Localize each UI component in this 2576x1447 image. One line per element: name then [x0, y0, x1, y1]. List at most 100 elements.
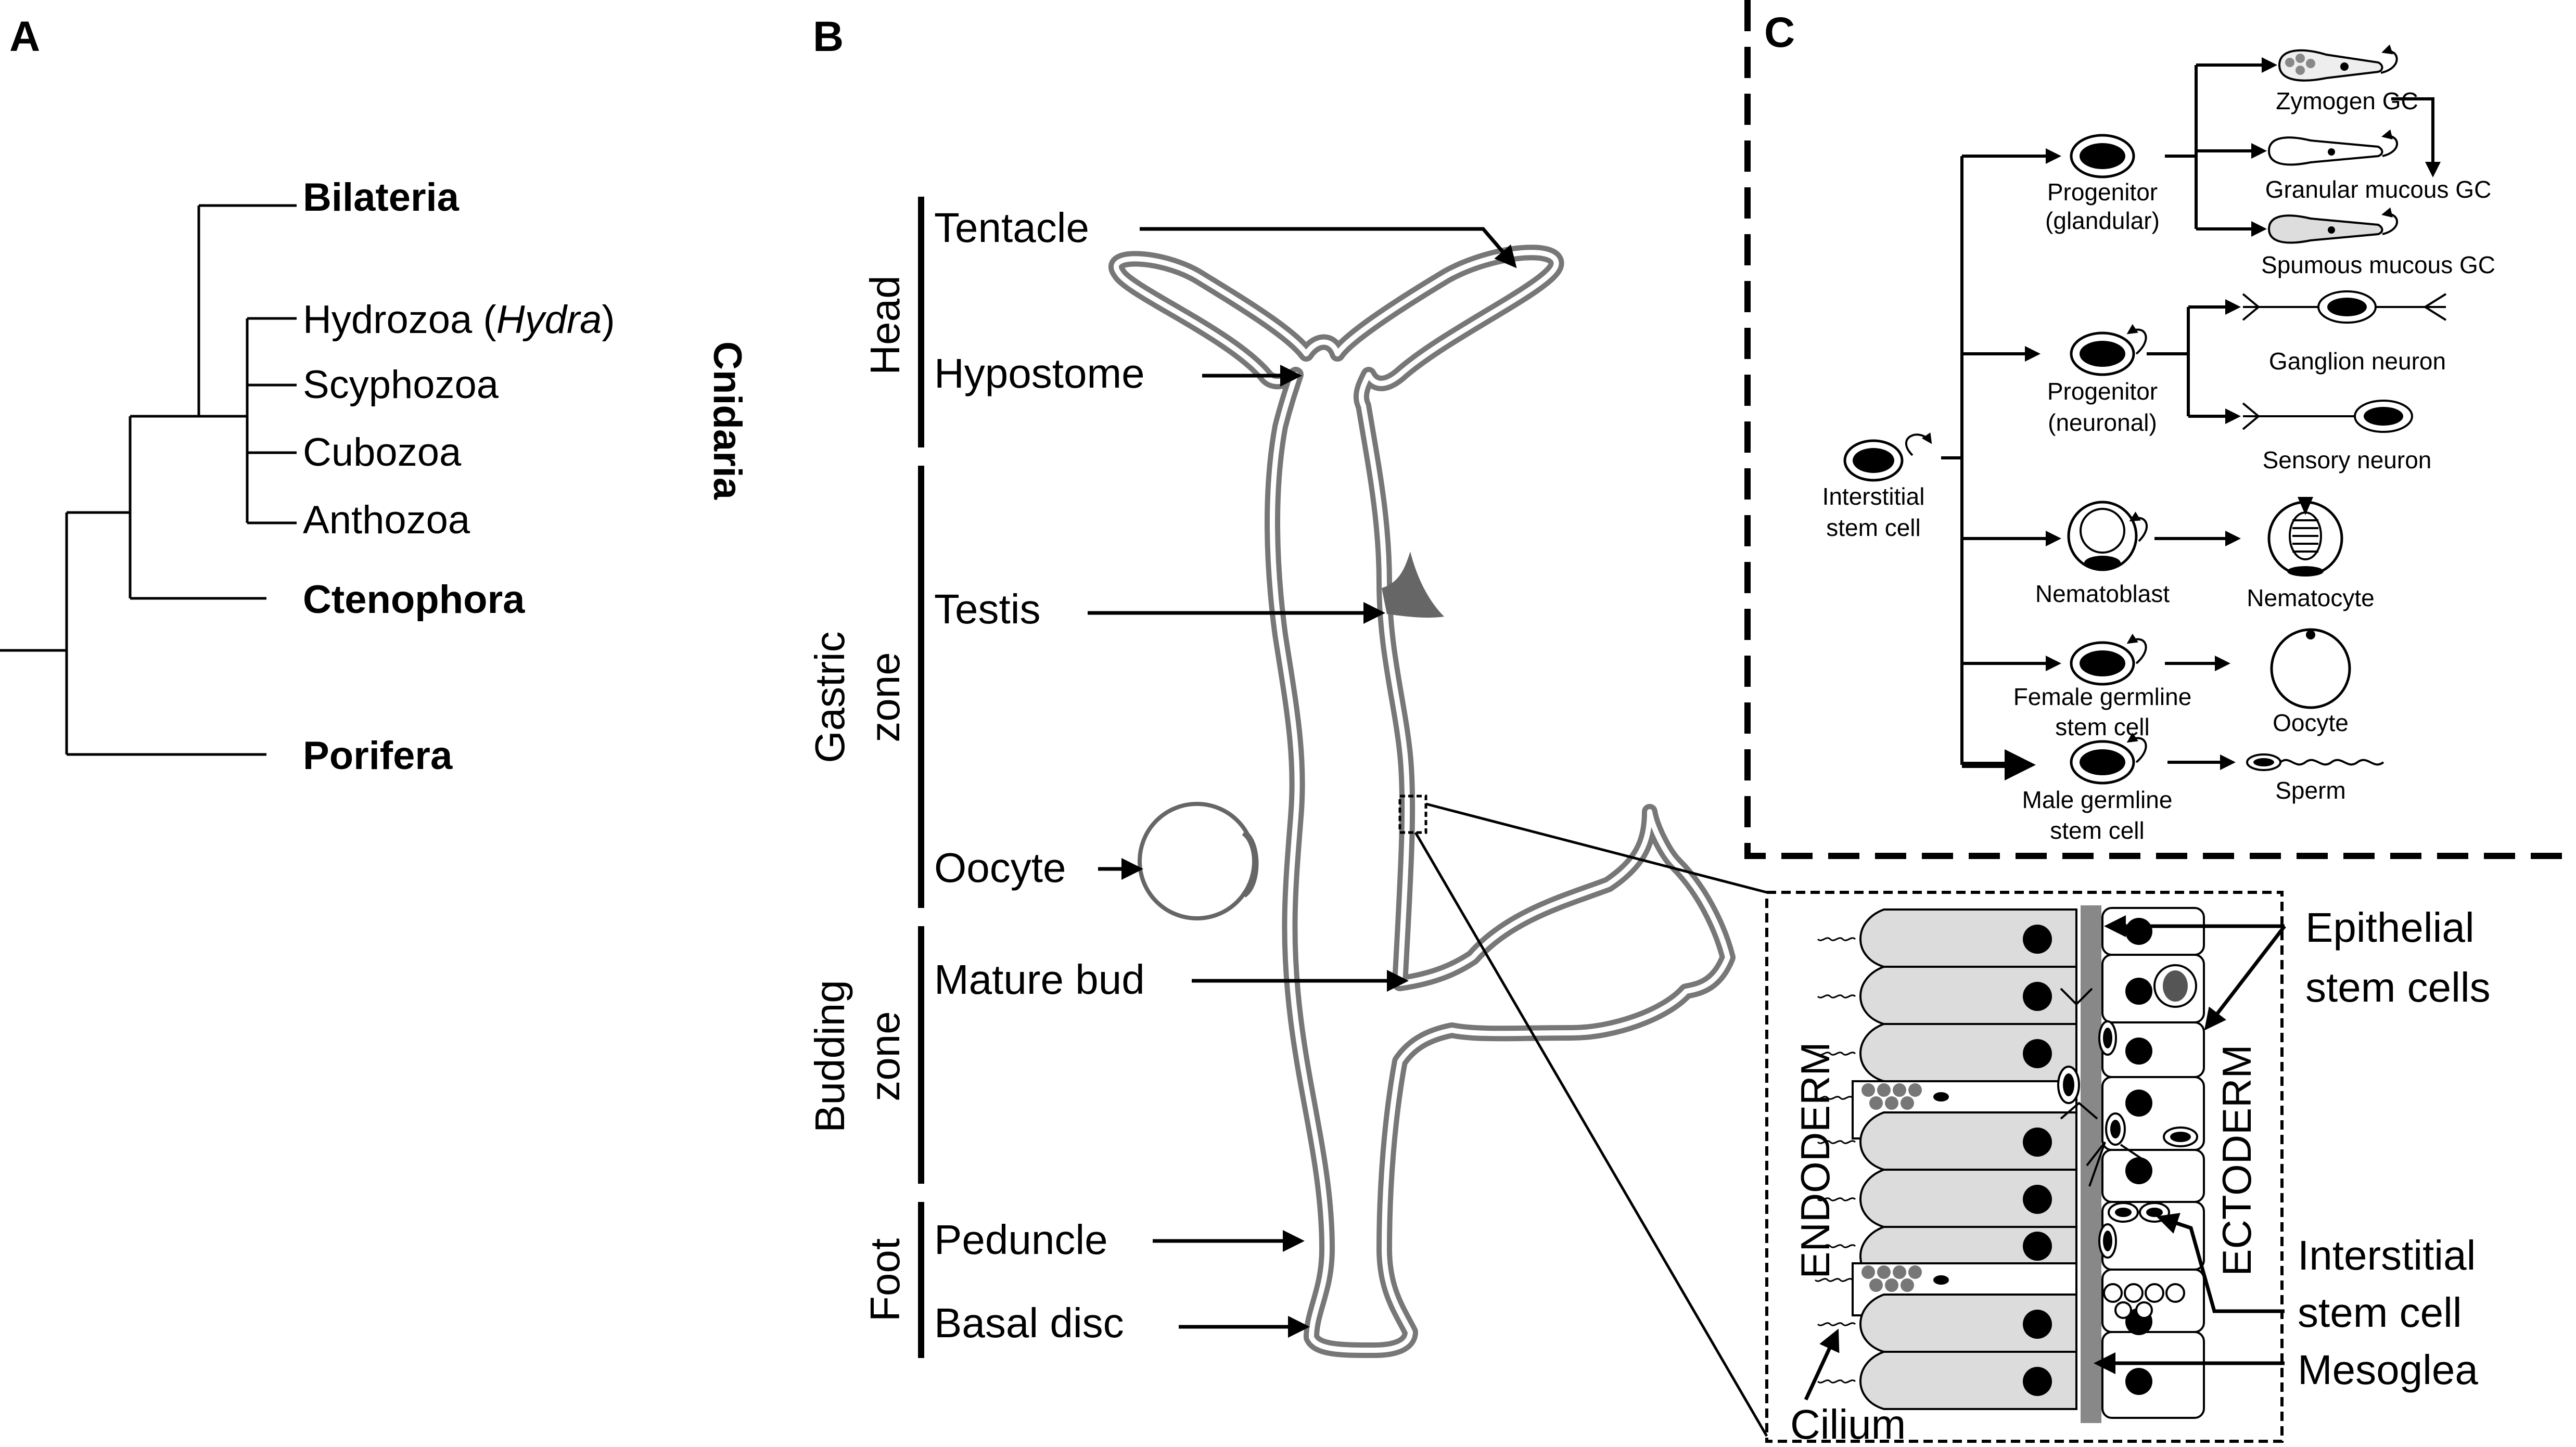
region-budding-1: Budding: [807, 980, 853, 1133]
part-hypostome: Hypostome: [934, 350, 1145, 396]
tissue-detail: ENDODERM ECTODERM Epithelial stem cells …: [1765, 891, 2491, 1447]
cell-ganglion-neuron: [2242, 290, 2447, 324]
neuron-fork: [2147, 307, 2190, 416]
part-tentacle: Tentacle: [934, 204, 1089, 251]
label-ectoderm: ECTODERM: [2214, 1045, 2260, 1276]
label-spumous: Spumous mucous GC: [2261, 251, 2495, 278]
part-mature-bud: Mature bud: [934, 956, 1145, 1003]
arrow-interstitial: [2156, 1213, 2285, 1313]
taxon-cubozoa: Cubozoa: [303, 430, 462, 475]
phylogeny-tree: [0, 204, 297, 756]
taxon-porifera: Porifera: [303, 734, 453, 778]
cell-progenitor-neuronal: [2070, 324, 2147, 376]
part-oocyte: Oocyte: [934, 844, 1066, 891]
label-epithelial-2: stem cells: [2305, 964, 2491, 1010]
oocyte-shape: [1138, 802, 1256, 920]
cell-sperm: [2246, 753, 2384, 771]
label-granular: Granular mucous GC: [2265, 176, 2492, 203]
zoom-line-top: [1425, 802, 1767, 894]
part-testis: Testis: [934, 586, 1041, 632]
label-endoderm: ENDODERM: [1792, 1042, 1838, 1278]
cell-zymogen: [2278, 44, 2398, 82]
taxon-hydrozoa: Hydrozoa (Hydra): [303, 298, 615, 342]
label-cilium: Cilium: [1790, 1401, 1906, 1447]
label-nematocyte: Nematocyte: [2247, 584, 2374, 611]
arrow-zymogen-to-granular: [2391, 97, 2441, 177]
region-gastric-2: zone: [862, 652, 908, 742]
taxon-scyphozoa: Scyphozoa: [303, 363, 499, 407]
region-budding-2: zone: [862, 1011, 908, 1101]
label-female-2: stem cell: [2055, 713, 2149, 740]
part-basal-disc: Basal disc: [934, 1300, 1124, 1346]
label-male-2: stem cell: [2050, 817, 2144, 844]
label-nematoblast: Nematoblast: [2035, 580, 2170, 607]
tree-branch-planulozoa: [129, 415, 199, 598]
lineage-trunk: [1941, 156, 1963, 765]
label-interstitial-t1: Interstitial: [2298, 1232, 2476, 1278]
cell-sensory-neuron: [2242, 400, 2413, 433]
label-sensory: Sensory neuron: [2263, 446, 2432, 473]
panel-c-border: [1744, 0, 2576, 859]
panel-letter-b: B: [813, 13, 844, 60]
label-ganglion: Ganglion neuron: [2269, 348, 2446, 375]
cell-nematocyte: [2267, 497, 2343, 577]
arrow-cilium: [1804, 1328, 1840, 1401]
panel-letter-c: C: [1764, 9, 1795, 56]
panel-a: A Bilateria Hydrozoa (Hydra) Scyphozoa C…: [0, 13, 749, 778]
part-peduncle: Peduncle: [934, 1216, 1108, 1263]
ectoderm-cells: [2086, 907, 2205, 1419]
hydra-body-inner: [1114, 250, 1730, 1353]
label-progenitor-glandular-2: (glandular): [2045, 207, 2160, 234]
taxon-anthozoa: Anthozoa: [303, 498, 470, 542]
endoderm-cells: [1852, 908, 2077, 1410]
cilia: [1814, 937, 1856, 1384]
panel-c: C: [1744, 0, 2576, 859]
label-female-1: Female germline: [2013, 683, 2192, 710]
cell-spumous: [2267, 207, 2399, 244]
gland-fork: [2165, 65, 2198, 229]
cell-progenitor-glandular: [2070, 134, 2135, 178]
tissue-detail-border: [1765, 891, 2284, 1443]
label-epithelial-1: Epithelial: [2305, 904, 2475, 951]
zoom-line-bottom: [1414, 831, 1768, 1437]
label-mesoglea: Mesoglea: [2298, 1347, 2478, 1393]
cell-nematoblast: [2067, 501, 2148, 571]
taxon-ctenophora: Ctenophora: [303, 578, 525, 622]
region-head: Head: [862, 275, 908, 375]
label-interstitial-1: Interstitial: [1822, 483, 1925, 510]
taxon-hydrozoa-suffix: ): [602, 298, 615, 342]
taxon-bilateria: Bilateria: [303, 175, 460, 220]
region-gastric-1: Gastric: [807, 631, 853, 763]
panel-b: B Head Gastric zone Budding zone Foot Te…: [807, 13, 1768, 1437]
cell-female-germline: [2070, 633, 2147, 686]
taxon-hydrozoa-genus: Hydra: [496, 298, 602, 342]
cell-oocyte: [2270, 628, 2351, 709]
arrow-tentacle: [1140, 227, 1517, 268]
arrow-epithelial-ecto: [2204, 925, 2286, 1031]
tree-branch-bilateria: [197, 204, 297, 416]
interstitial-cells: [2057, 988, 2117, 1259]
label-interstitial-2: stem cell: [1826, 514, 1920, 541]
label-progenitor-neuronal-2: (neuronal): [2048, 409, 2157, 436]
tree-branch-metazoa: [65, 511, 266, 756]
cell-interstitial: [1843, 432, 1932, 482]
label-progenitor-glandular-1: Progenitor: [2047, 178, 2158, 206]
hydra-body-wall: [1108, 245, 1736, 1358]
cell-granular: [2267, 129, 2399, 166]
tree-branch-cnidaria: [199, 317, 297, 524]
ectoderm-neuron: [2086, 1112, 2145, 1187]
cell-male-germline: [2070, 732, 2147, 785]
hydra-body: [1108, 245, 1736, 1358]
panel-letter-a: A: [9, 13, 40, 60]
label-progenitor-neuronal-1: Progenitor: [2047, 378, 2158, 405]
detail-region-box: [1398, 795, 1427, 834]
label-oocyte-c: Oocyte: [2273, 709, 2349, 736]
ectoderm-nematocyte: [2153, 964, 2197, 1008]
testis-shape: [1382, 552, 1444, 618]
label-male-1: Male germline: [2022, 786, 2173, 813]
taxon-hydrozoa-prefix: Hydrozoa (: [303, 298, 496, 342]
label-interstitial-t2: stem cell: [2298, 1289, 2462, 1336]
oocyte-attachment: [1242, 830, 1259, 898]
label-sperm: Sperm: [2275, 777, 2345, 804]
